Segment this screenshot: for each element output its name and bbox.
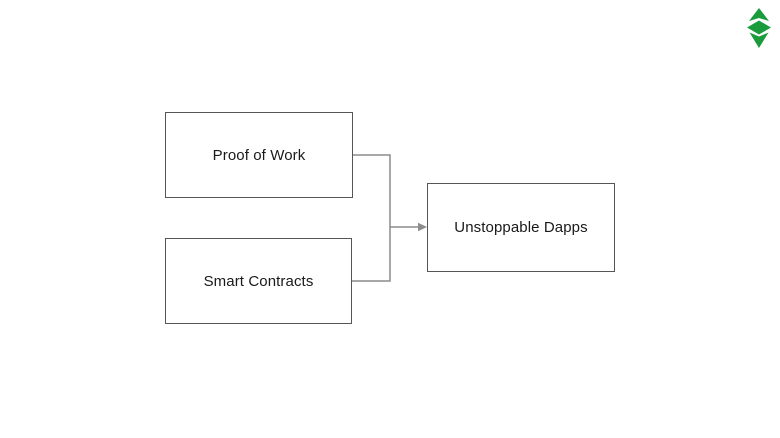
node-label-proof-of-work: Proof of Work [212, 146, 306, 164]
node-proof-of-work: Proof of Work [165, 112, 353, 198]
node-label-unstoppable-dapps: Unstoppable Dapps [454, 219, 588, 236]
etc-logo-middle-facet [747, 20, 771, 35]
etc-logo-bottom-facet [749, 32, 769, 48]
node-smart-contracts: Smart Contracts [165, 238, 352, 324]
etc-logo-top-facet [749, 8, 769, 21]
node-unstoppable-dapps: Unstoppable Dapps [427, 183, 615, 272]
node-label-smart-contracts: Smart Contracts [203, 272, 314, 290]
edge-proof-of-work-to-merge [352, 154, 391, 282]
arrowhead-icon [418, 222, 427, 232]
ethereum-classic-logo-icon [747, 8, 771, 48]
